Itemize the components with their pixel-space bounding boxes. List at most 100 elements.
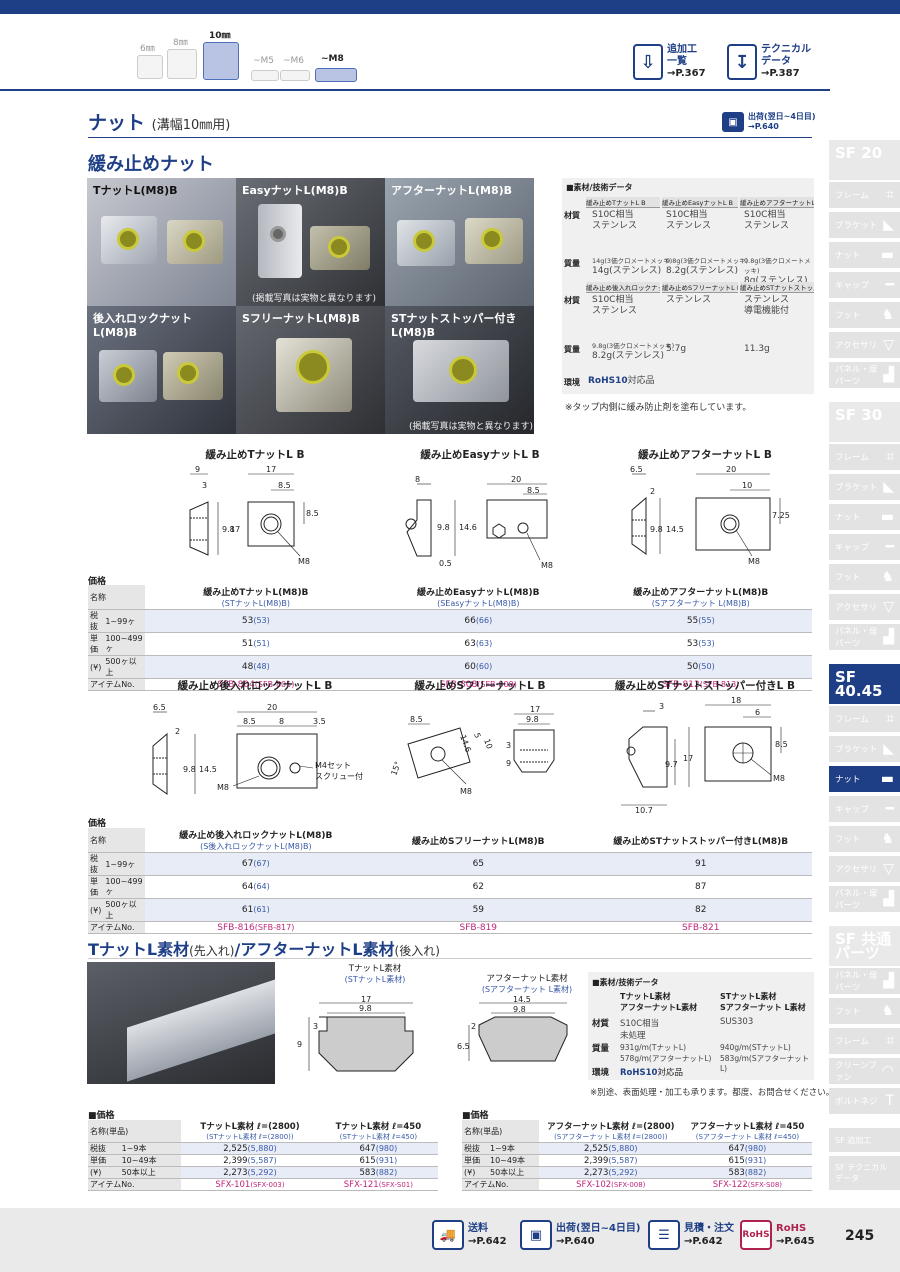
sidebar-item-bracket[interactable]: ブラケット◣ [829, 210, 900, 238]
sidebar-item-cap[interactable]: キャップ━ [829, 794, 900, 822]
table-row: 名称(単品) アフターナットL素材 ℓ=(2800)(Sアフターナット L素材 … [462, 1120, 812, 1143]
sidebar-item-frame[interactable]: フレーム⌗ [829, 180, 900, 208]
dim-label: 9 [297, 1040, 302, 1049]
size-label-10: 10㎜ [209, 31, 231, 41]
product-name: TナットL素材 ℓ=(2800) [200, 1122, 300, 1132]
qty-label: 1~9本 [119, 1142, 182, 1155]
ref-machining-list[interactable]: ⇩ 追加工一覧→P.367 [633, 43, 706, 81]
dim-label: M8 [460, 787, 472, 796]
dim-label: 9.8 [526, 715, 539, 724]
foot-icon: ♞ [881, 1003, 894, 1019]
product-sub: (STナットL(M8)B) [221, 599, 291, 608]
sidebar-item-foot[interactable]: フット♞ [829, 300, 900, 328]
price-s-value: (50) [698, 662, 715, 671]
sidebar-cat-common[interactable]: SF 共通パーツ [829, 926, 900, 966]
dim-label: 8 [279, 717, 284, 726]
sidebar-item-nut[interactable]: ナット▬ [829, 240, 900, 268]
item-number: SFB-812 [662, 679, 700, 690]
footer-rohs[interactable]: RoHS RoHS→P.645 [740, 1220, 815, 1250]
dim-label: 14.6 [459, 523, 477, 532]
thread-block-m6[interactable] [280, 70, 310, 81]
sidebar-cat-sf20[interactable]: SF 20 [829, 140, 900, 180]
ref-technical-label1: テクニカル [761, 44, 811, 55]
spec-header: STナットL素材 [720, 992, 777, 1001]
spec2-note: ※別途、表面処理・加工も承ります。都度、お問合せください。 [590, 1088, 835, 1098]
price-value: 51 [241, 639, 254, 649]
size-block-8[interactable] [167, 49, 197, 79]
sidebar-item-label: フレーム [835, 1037, 869, 1047]
spec-header: 緩み止めアフターナットL B [740, 197, 814, 208]
price-value: 615 [728, 1155, 745, 1166]
item-number: SFB-821 [589, 921, 812, 934]
price-s-value: (5,587) [608, 1155, 638, 1165]
sidebar-item-frame[interactable]: フレーム⌗ [829, 442, 900, 470]
footer-shipping-fee[interactable]: 🚚 送料→P.642 [432, 1220, 507, 1250]
sidebar-item-foot[interactable]: フット♞ [829, 562, 900, 590]
table-row: 名称(単品) TナットL素材 ℓ=(2800)(STナットL素材 ℓ=(2800… [88, 1120, 438, 1143]
dim-label: 9 [506, 759, 511, 768]
item-number-s: (SFX-S08) [747, 1180, 783, 1189]
dim-label: 6.5 [153, 703, 166, 712]
sidebar-item-panel[interactable]: パネル・扉パーツ▟ [829, 360, 900, 388]
sidebar-item-nut-active[interactable]: ナット▬ [829, 764, 900, 792]
sidebar-item-cap[interactable]: キャップ━ [829, 270, 900, 298]
thread-block-m5[interactable] [251, 70, 279, 81]
size-block-6[interactable] [137, 55, 163, 79]
sidebar-item-label: クリーンファン [835, 1061, 877, 1083]
sidebar-cat-sf4045[interactable]: SF 40.45 [829, 664, 900, 704]
price-value: 53 [241, 616, 254, 626]
sidebar-item-panel[interactable]: パネル・扉パーツ▟ [829, 884, 900, 912]
top-bar [0, 0, 900, 14]
sidebar-item-cap[interactable]: キャップ━ [829, 532, 900, 560]
sidebar-item-foot[interactable]: フット♞ [829, 824, 900, 852]
sidebar-item-panel[interactable]: パネル・扉パーツ▟ [829, 622, 900, 650]
sidebar-item-bracket[interactable]: ブラケット◣ [829, 472, 900, 500]
sidebar-item-panel[interactable]: パネル・扉パーツ▟ [829, 966, 900, 994]
ref-technical-data[interactable]: ↧ テクニカルデータ→P.387 [727, 43, 811, 81]
sidebar-item-accessory[interactable]: アクセサリ▽ [829, 592, 900, 620]
dim-label: M8 [541, 561, 553, 570]
thread-block-m8[interactable] [315, 68, 357, 82]
shipping-link[interactable]: ▣ 出荷(翌日~4日目)→P.640 [722, 112, 816, 132]
dim-label: 9.8 [183, 765, 196, 774]
sidebar-extra-technical[interactable]: SF テクニカルデータ [829, 1154, 900, 1190]
item-number: SFB-808 [439, 679, 478, 690]
photo-title: TナットL(M8)B [93, 184, 178, 197]
sidebar-item-foot[interactable]: フット♞ [829, 996, 900, 1024]
sidebar-item-frame[interactable]: フレーム⌗ [829, 704, 900, 732]
spec-label-env: 環境 [564, 378, 580, 387]
sidebar-item-clean-fan[interactable]: クリーンファン◠ [829, 1056, 900, 1084]
sidebar-extra-machining[interactable]: SF 追加工 [829, 1126, 900, 1152]
product-name: TナットL素材 ℓ=450 [335, 1122, 422, 1132]
spec-value: 9.8g(3価クロメートメッキ) [744, 257, 811, 275]
dim-label: M8 [773, 774, 785, 783]
sidebar-item-nut[interactable]: ナット▬ [829, 502, 900, 530]
footer-page: →P.642 [684, 1236, 723, 1247]
spec-value: 940g/m(STナットL) [720, 1043, 791, 1052]
sidebar-cat-sf30[interactable]: SF 30 [829, 402, 900, 442]
spec-value: 583g/m(Sアフターナット L) [720, 1054, 810, 1073]
frame-icon: ⌗ [886, 187, 894, 203]
dim-label: 9.7 [665, 760, 678, 769]
footer-quote-order[interactable]: ☰ 見積・注文→P.642 [648, 1220, 734, 1250]
qty-label: 50本以上 [119, 1166, 182, 1179]
dim-label: 2 [471, 1022, 476, 1031]
spec-value: S10C相当 [592, 210, 634, 220]
size-block-10[interactable] [203, 42, 239, 80]
sidebar-item-accessory[interactable]: アクセサリ▽ [829, 854, 900, 882]
row-label: 単価 [88, 1154, 120, 1167]
dim-label: 14.5 [199, 765, 217, 774]
footer-shipping-schedule[interactable]: ▣ 出荷(翌日~4日目)→P.640 [520, 1220, 640, 1250]
sidebar-item-bracket[interactable]: ブラケット◣ [829, 734, 900, 762]
section2-rule [88, 958, 812, 959]
section2-title-b: /アフターナットL素材 [234, 940, 395, 959]
sidebar-item-frame[interactable]: フレーム⌗ [829, 1026, 900, 1054]
sidebar-item-accessory[interactable]: アクセサリ▽ [829, 330, 900, 358]
spec-label-mass: 質量 [592, 1044, 610, 1054]
dim-label: 2 [650, 487, 655, 496]
table-row: アイテムNo. SFB-816(SFB-817) SFB-819 SFB-821 [88, 921, 812, 934]
fan-icon: ◠ [881, 1063, 894, 1079]
item-number: SFX-102 [576, 1179, 612, 1190]
price-s-value: (55) [698, 616, 715, 625]
